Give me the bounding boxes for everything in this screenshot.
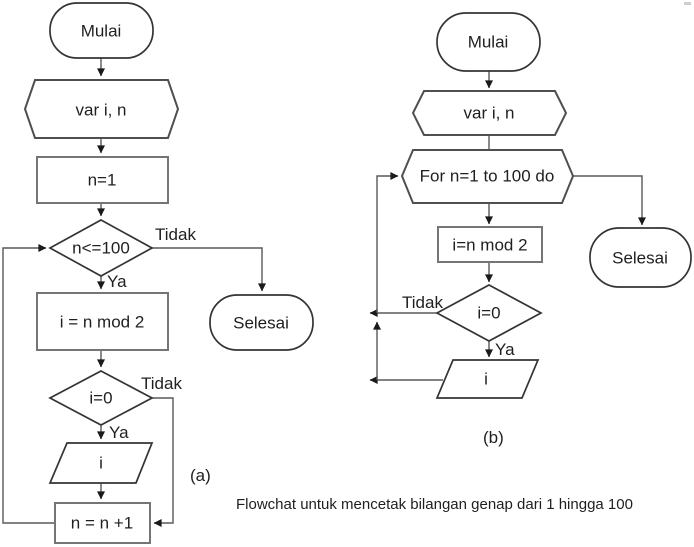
node-label-mod-a: i = n mod 2 — [60, 313, 145, 332]
node-label-end-a: Selesai — [233, 314, 289, 333]
node-label-start-a: Mulai — [81, 22, 122, 41]
chart-tag-b: (b) — [483, 428, 504, 447]
edge-cond-no-selesai-a — [152, 247, 266, 292]
node-label-start-b: Mulai — [468, 33, 509, 52]
flowchart-b: Mulai var i, n For n=1 to 100 do i=n mod… — [369, 12, 692, 447]
terminator-start-b — [436, 12, 541, 72]
node-label-loop-b: For n=1 to 100 do — [420, 167, 555, 186]
process-init-a — [36, 156, 169, 204]
flowchart-a: Mulai var i, n n=1 n<=100 i = n mod 2 Se… — [2, 2, 314, 544]
edge-label-cond-no-a: Tidak — [155, 225, 196, 244]
figure-caption: Flowchat untuk mencetak bilangan genap d… — [236, 496, 633, 513]
scan-artifact-mark — [684, 2, 691, 5]
node-label-declare-a: var i, n — [75, 101, 126, 120]
connectors-b — [369, 71, 646, 384]
node-label-declare-b: var i, n — [463, 104, 514, 123]
terminator-start-a — [49, 2, 154, 59]
connectors-a — [2, 58, 266, 527]
edge-label-even-yes-b: Ya — [495, 340, 515, 359]
decision-even-b — [435, 284, 543, 342]
hexagon-declare-a — [23, 79, 180, 139]
edge-label-even-yes-a: Ya — [109, 423, 129, 442]
edge-loopback-a — [2, 244, 55, 524]
node-label-even-a: i=0 — [89, 389, 112, 408]
edge-label-even-no-b: Tidak — [402, 293, 443, 312]
edge-even-no-inc-a — [152, 397, 174, 527]
decision-cond-a — [48, 219, 154, 277]
node-label-output-b: i — [484, 370, 488, 389]
io-output-a — [48, 442, 154, 484]
process-mod-a — [36, 292, 169, 351]
node-label-mod-b: i=n mod 2 — [452, 236, 527, 255]
terminator-end-b — [589, 227, 692, 288]
chart-tag-a: (a) — [190, 466, 211, 485]
edge-label-even-no-a: Tidak — [141, 374, 182, 393]
terminator-end-a — [209, 294, 314, 351]
hexagon-loop-b — [400, 149, 575, 204]
edge-loopback-b — [376, 172, 399, 313]
node-label-end-b: Selesai — [612, 249, 668, 268]
process-inc-a — [54, 502, 151, 544]
node-label-inc-a: n = n +1 — [71, 514, 133, 533]
node-label-init-a: n=1 — [88, 171, 117, 190]
decision-even-a — [48, 370, 154, 426]
node-label-output-a: i — [99, 454, 103, 473]
hexagon-declare-b — [411, 90, 568, 136]
process-mod-b — [437, 226, 543, 263]
io-output-b — [435, 359, 540, 399]
edge-label-cond-yes-a: Ya — [107, 272, 127, 291]
node-label-cond-a: n<=100 — [72, 239, 130, 258]
node-label-even-b: i=0 — [477, 304, 500, 323]
edge-loop-selesai-b — [573, 175, 646, 226]
